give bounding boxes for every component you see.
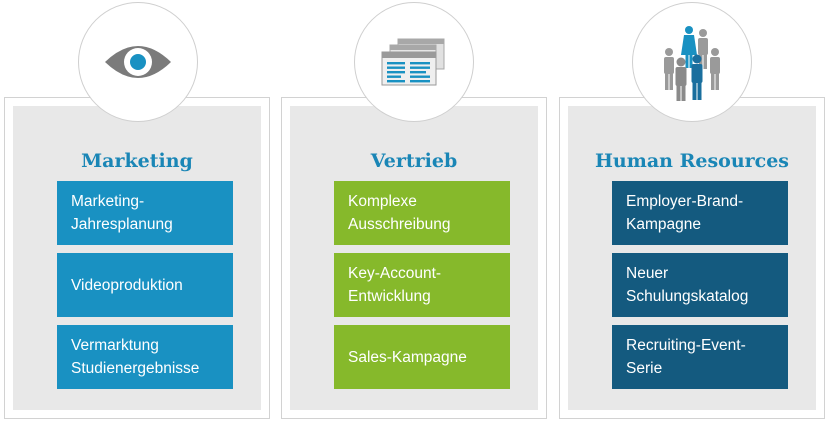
panel-human-resources: Human Resources Employer-Brand- Kampagne… <box>559 97 825 419</box>
panel-title-marketing: Marketing <box>81 150 193 172</box>
item-label: Vermarktung Studienergebnisse <box>71 337 200 377</box>
people-group-icon <box>664 26 720 101</box>
item-neuer-schulungskatalog: Neuer Schulungskatalog <box>612 253 788 317</box>
item-employer-brand-kampagne: Employer-Brand- Kampagne <box>612 181 788 245</box>
panel-title-vertrieb: Vertrieb <box>370 150 458 172</box>
panel-marketing-background: Marketing Marketing- Jahresplanung Video… <box>13 106 261 410</box>
panel-human-resources-background: Human Resources Employer-Brand- Kampagne… <box>568 106 816 410</box>
item-marketing-jahresplanung: Marketing- Jahresplanung <box>57 181 233 245</box>
item-vermarktung-studienergebnisse: Vermarktung Studienergebnisse <box>57 325 233 389</box>
item-sales-kampagne: Sales-Kampagne <box>334 325 510 389</box>
item-videoproduktion: Videoproduktion <box>57 253 233 317</box>
panel-title-human-resources: Human Resources <box>594 150 790 172</box>
eye-icon-circle <box>78 2 198 122</box>
panel-vertrieb-background: Vertrieb Komplexe Ausschreibung Key-Acco… <box>290 106 538 410</box>
item-label: Key-Account- Entwicklung <box>348 265 442 305</box>
eye-icon <box>105 46 171 78</box>
item-recruiting-event-serie: Recruiting-Event- Serie <box>612 325 788 389</box>
item-label: Marketing- Jahresplanung <box>71 193 173 233</box>
item-label: Employer-Brand- Kampagne <box>626 193 744 233</box>
item-label: Komplexe Ausschreibung <box>348 193 451 233</box>
panel-vertrieb: Vertrieb Komplexe Ausschreibung Key-Acco… <box>281 97 547 419</box>
panel-marketing: Marketing Marketing- Jahresplanung Video… <box>4 97 270 419</box>
item-key-account-entwicklung: Key-Account- Entwicklung <box>334 253 510 317</box>
item-label: Sales-Kampagne <box>348 348 467 366</box>
item-label: Recruiting-Event- Serie <box>626 337 746 377</box>
people-group-icon-circle <box>632 2 752 122</box>
documents-icon <box>381 38 445 86</box>
item-label: Neuer Schulungskatalog <box>626 265 749 305</box>
item-label: Videoproduktion <box>71 276 183 294</box>
documents-icon-circle <box>354 2 474 122</box>
item-komplexe-ausschreibung: Komplexe Ausschreibung <box>334 181 510 245</box>
